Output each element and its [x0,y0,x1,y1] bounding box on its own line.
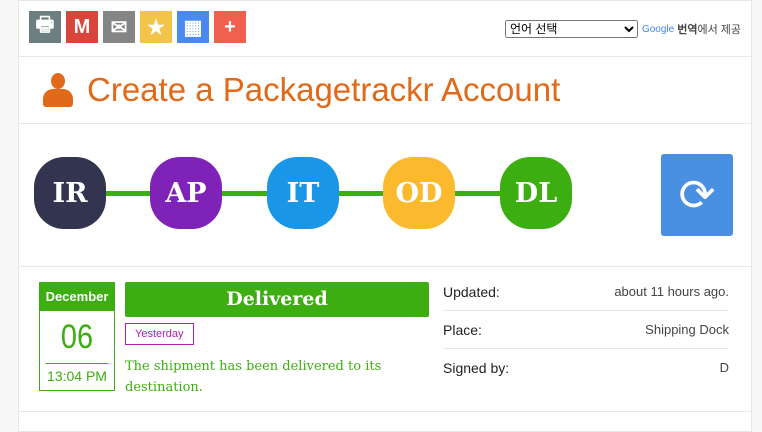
info-value: about 11 hours ago. [614,284,729,299]
info-label: Place: [443,321,482,338]
step-ir: IR [34,157,106,229]
add-button[interactable]: + [214,11,246,43]
info-row-signed-by: Signed by: D [443,349,729,386]
user-icon [43,73,73,107]
google-logo: Google [641,23,675,35]
event-month: December [40,283,114,311]
divider [19,266,751,267]
event-time: 13:04 PM [47,368,107,384]
divider [19,411,751,412]
refresh-icon: ⟳ [678,170,716,220]
page-title[interactable]: Create a Packagetrackr Account [43,71,560,109]
info-row-place: Place: Shipping Dock [443,311,729,349]
relative-date-badge: Yesterday [125,323,194,345]
qr-code-button[interactable]: ▦ [177,11,209,43]
gmail-button[interactable]: M [66,11,98,43]
status-badge: Delivered [125,282,429,317]
favorite-button[interactable]: ★ [140,11,172,43]
print-button[interactable]: 🖶 [29,11,61,43]
add-plus-icon: + [224,15,236,38]
favorite-star-icon: ★ [147,16,165,39]
step-od: OD [383,157,455,229]
email-button[interactable]: ✉ [103,11,135,43]
print-icon: 🖶 [35,14,55,36]
qr-code-icon: ▦ [183,16,203,39]
event-day: 06 [45,311,109,364]
step-ap: AP [150,157,222,229]
refresh-button[interactable]: ⟳ [661,154,733,236]
page-title-text: Create a Packagetrackr Account [87,71,561,108]
info-value: D [719,360,729,375]
info-label: Updated: [443,283,500,300]
step-it: IT [267,157,339,229]
info-row-updated: Updated: about 11 hours ago. [443,273,729,311]
gmail-icon: M [73,15,91,38]
event-info: Updated: about 11 hours ago. Place: Shippi… [443,273,729,386]
info-value: Shipping Dock [645,322,729,337]
info-label: Signed by: [443,359,510,376]
step-dl: DL [500,157,572,229]
divider [19,56,751,57]
divider [19,123,751,124]
event-date: December 06 13:04 PM [39,282,115,391]
language-select[interactable]: 언어 선택 [504,20,638,38]
translate-provided-text: 에서 제공 [697,24,741,36]
translate-label[interactable]: 번역 [677,24,698,36]
event-description: The shipment has been delivered to its d… [125,359,382,395]
share-toolbar: 🖶 M ✉ ★ ▦ + [29,11,246,43]
email-icon: ✉ [110,16,128,39]
